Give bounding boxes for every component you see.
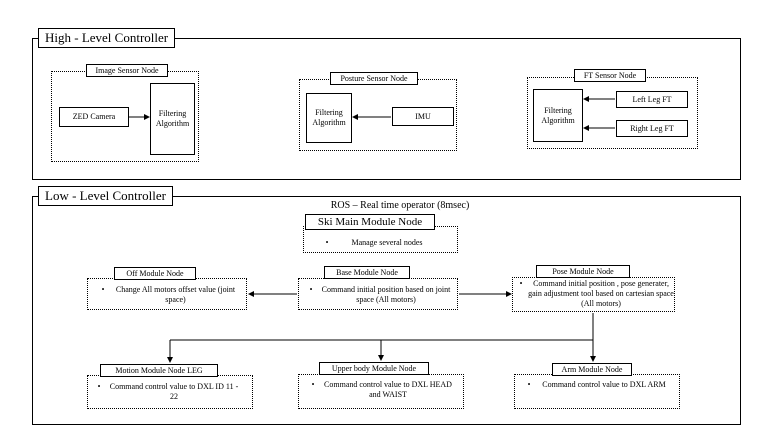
ski-main-text: •Manage several nodes <box>320 238 440 248</box>
off-module-title: Off Module Node <box>114 267 196 280</box>
bullet: • <box>325 238 329 247</box>
posture-sensor-node-title: Posture Sensor Node <box>330 72 418 85</box>
motion-module-title: Motion Module Node LEG <box>100 364 218 377</box>
upper-body-module-text: •Command control value to DXL HEAD and W… <box>311 380 452 399</box>
imu-box: IMU <box>392 107 454 126</box>
high-level-title: High - Level Controller <box>38 28 176 48</box>
ft-sensor-node-title: FT Sensor Node <box>574 69 646 82</box>
pose-module-text: •Command initial position , pose generat… <box>519 279 674 308</box>
low-level-title: Low - Level Controller <box>38 186 173 206</box>
zed-camera-box: ZED Camera <box>59 107 129 127</box>
arm-module-text: •Command control value to DXL ARM <box>527 380 666 389</box>
ros-label: ROS – Real time operator (8msec) <box>330 200 470 211</box>
motion-module-text: •Command control value to DXL ID 11 - 22 <box>97 382 239 401</box>
base-module-title: Base Module Node <box>324 266 410 279</box>
off-module-text: •Change All motors offset value (joint s… <box>101 285 236 304</box>
arm-module-title: Arm Module Node <box>552 363 632 376</box>
base-module-text: •Command initial position based on joint… <box>309 285 451 304</box>
image-filtering-box: Filtering Algorithm <box>150 83 195 155</box>
pose-module-title: Pose Module Node <box>536 265 630 278</box>
image-sensor-node-title: Image Sensor Node <box>86 64 168 77</box>
right-leg-ft-box: Right Leg FT <box>616 120 688 137</box>
left-leg-ft-box: Left Leg FT <box>616 91 688 108</box>
ft-filtering-box: Filtering Algorithm <box>533 89 583 142</box>
high-level-panel <box>32 38 741 180</box>
upper-body-module-title: Upper body Module Node <box>319 362 429 375</box>
posture-filtering-box: Filtering Algorithm <box>306 93 352 143</box>
low-level-panel <box>32 196 741 425</box>
ski-main-title: Ski Main Module Node <box>305 214 435 230</box>
